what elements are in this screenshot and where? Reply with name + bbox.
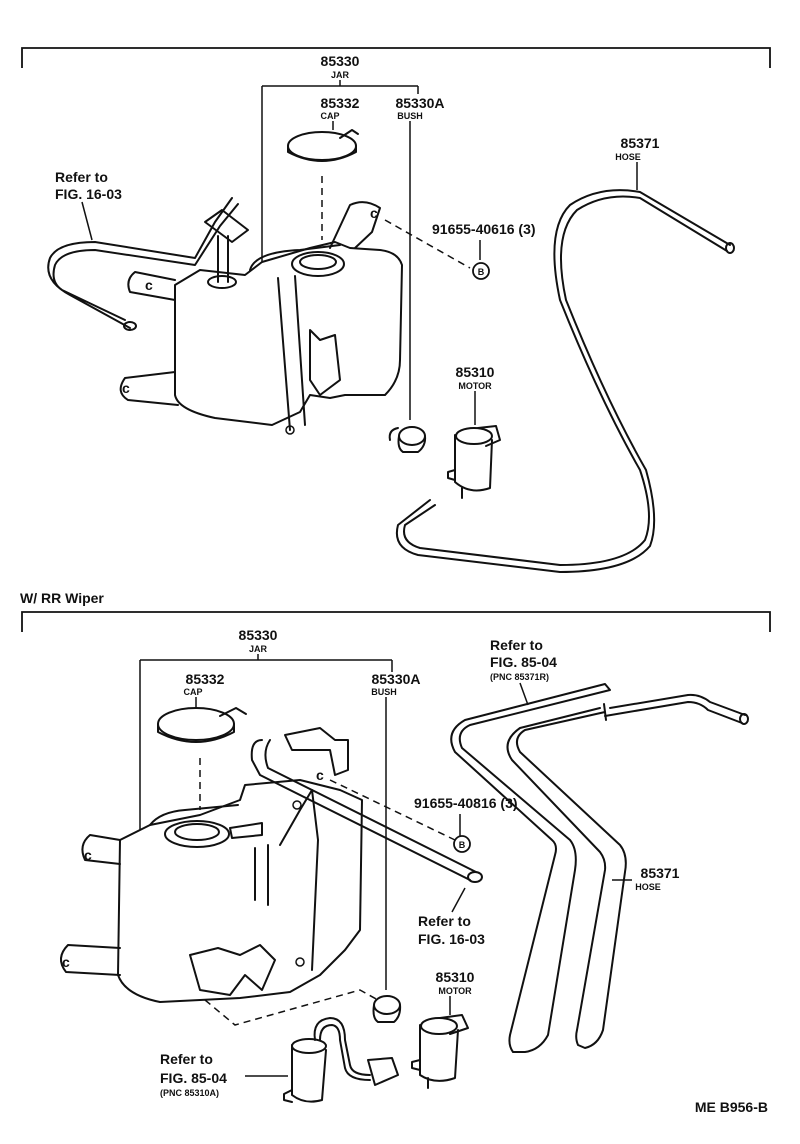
lower-bolt-marker: [453, 835, 471, 853]
upper-jar-leader: [261, 80, 419, 262]
upper-jar-label: 85330 JAR: [321, 53, 360, 80]
upper-motor-label: 85310 MOTOR: [456, 364, 495, 391]
upper-hose-label: 85371 HOSE: [615, 135, 659, 162]
upper-hose-end: [725, 242, 735, 254]
svg-text:CAP: CAP: [320, 111, 339, 121]
lower-ref-hose-leader: [519, 682, 529, 706]
lower-ref-fig-16-03: Refer to FIG. 16-03: [418, 913, 485, 947]
lower-hose-1: [450, 683, 611, 1053]
svg-text:JAR: JAR: [331, 70, 350, 80]
svg-text:MOTOR: MOTOR: [438, 986, 472, 996]
svg-text:c: c: [122, 380, 130, 396]
svg-text:91655-40816 (3): 91655-40816 (3): [414, 795, 518, 811]
lower-pipe: [250, 739, 477, 881]
upper-filler: [204, 209, 249, 243]
svg-text:85332: 85332: [321, 95, 360, 111]
lower-hose-3: [604, 693, 746, 724]
svg-text:c: c: [84, 847, 92, 863]
lower-jar-label: 85330 JAR: [239, 627, 278, 654]
upper-ref-fig-16-03: Refer to FIG. 16-03: [55, 169, 122, 202]
upper-hose: [396, 189, 731, 573]
lower-jar: c c c: [60, 767, 363, 1003]
diagram-code: ME B956-B: [695, 1099, 768, 1115]
svg-text:CAP: CAP: [183, 687, 202, 697]
section-title-rr-wiper: W/ RR Wiper: [20, 590, 104, 606]
upper-bolt-dash: [384, 219, 471, 269]
upper-cap-label: 85332 CAP: [320, 95, 359, 121]
svg-text:85330A: 85330A: [371, 671, 420, 687]
svg-text:c: c: [62, 954, 70, 970]
svg-text:(PNC 85310A): (PNC 85310A): [160, 1088, 219, 1098]
lower-bush: [372, 995, 402, 1023]
lower-cap: [157, 707, 247, 743]
lower-motor: [411, 1014, 469, 1089]
svg-text:85330: 85330: [321, 53, 360, 69]
svg-text:FIG. 85-04: FIG. 85-04: [490, 654, 557, 670]
svg-text:85371: 85371: [641, 865, 680, 881]
svg-text:91655-40616 (3): 91655-40616 (3): [432, 221, 536, 237]
upper-bush: [388, 426, 427, 453]
svg-text:FIG. 85-04: FIG. 85-04: [160, 1070, 227, 1086]
svg-text:(PNC 85371R): (PNC 85371R): [490, 672, 549, 682]
upper-bolt-marker: [472, 262, 490, 280]
svg-text:c: c: [316, 767, 324, 783]
svg-text:FIG. 16-03: FIG. 16-03: [55, 186, 122, 202]
svg-text:Refer to: Refer to: [418, 913, 471, 929]
lower-pipe-end: [467, 871, 483, 883]
svg-text:JAR: JAR: [249, 644, 268, 654]
lower-cap-label: 85332 CAP: [183, 671, 224, 697]
upper-bush-label: 85330A BUSH: [395, 95, 444, 121]
lower-filler-neck: [284, 727, 349, 776]
upper-pipe: [47, 197, 239, 329]
svg-text:B: B: [459, 840, 466, 850]
upper-cap: [287, 129, 359, 162]
lower-hose-link: [603, 703, 607, 721]
lower-hose-end: [739, 713, 749, 725]
svg-text:85310: 85310: [436, 969, 475, 985]
lower-bush-label: 85330A BUSH: [371, 671, 420, 697]
svg-text:BUSH: BUSH: [371, 687, 397, 697]
svg-text:85330: 85330: [239, 627, 278, 643]
lower-motor-label: 85310 MOTOR: [436, 969, 475, 996]
lower-ref-fig-85-04-hose: Refer to FIG. 85-04 (PNC 85371R): [490, 637, 557, 682]
svg-text:B: B: [478, 267, 485, 277]
svg-text:HOSE: HOSE: [615, 152, 641, 162]
upper-pipe-end: [123, 321, 137, 331]
svg-text:85330A: 85330A: [395, 95, 444, 111]
svg-text:BUSH: BUSH: [397, 111, 423, 121]
svg-text:Refer to: Refer to: [160, 1051, 213, 1067]
upper-section-frame: [21, 47, 771, 68]
upper-motor: [447, 425, 501, 499]
svg-text:85332: 85332: [186, 671, 225, 687]
upper-bolt-label: 91655-40616 (3): [432, 221, 536, 237]
svg-text:Refer to: Refer to: [490, 637, 543, 653]
lower-hose-label: 85371 HOSE: [635, 865, 679, 892]
lower-section-frame: [21, 611, 771, 632]
svg-text:FIG. 16-03: FIG. 16-03: [418, 931, 485, 947]
svg-text:HOSE: HOSE: [635, 882, 661, 892]
svg-text:85310: 85310: [456, 364, 495, 380]
lower-ref-fig-85-04-motor: Refer to FIG. 85-04 (PNC 85310A): [160, 1051, 227, 1098]
svg-text:c: c: [370, 205, 378, 221]
upper-ref-leader: [81, 201, 93, 241]
lower-jar-leader: [139, 654, 393, 830]
lower-bolt-label: 91655-40816 (3): [414, 795, 518, 811]
upper-jar: c c c: [119, 201, 403, 435]
svg-text:c: c: [145, 277, 153, 293]
lower-ref-pipe-leader: [451, 887, 466, 913]
svg-text:MOTOR: MOTOR: [458, 381, 492, 391]
svg-text:Refer to: Refer to: [55, 169, 108, 185]
lower-rear-motor: [283, 1017, 399, 1103]
svg-text:85371: 85371: [621, 135, 660, 151]
lower-hose-2: [506, 707, 627, 1049]
